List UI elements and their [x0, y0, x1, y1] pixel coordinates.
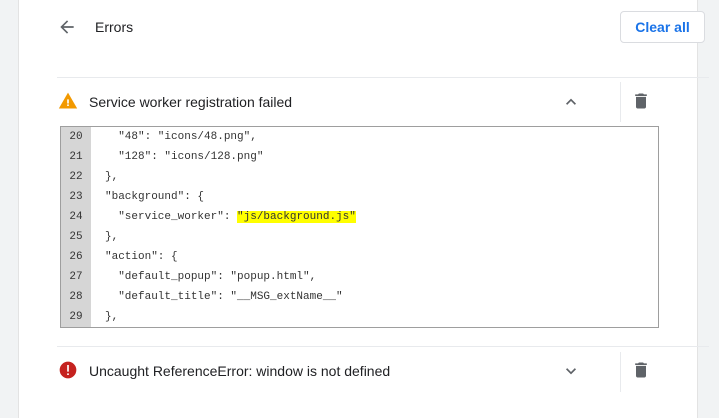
line-number: 20 [69, 131, 83, 143]
code-text-segment: }, [105, 231, 119, 243]
code-text: "128": "icons/128.png" [105, 147, 263, 167]
error-message: Uncaught ReferenceError: window is not d… [89, 363, 391, 379]
code-text-segment: "service_worker": [105, 211, 238, 223]
separator [620, 352, 621, 392]
chevron-down-icon[interactable] [561, 361, 581, 381]
line-number: 26 [69, 251, 83, 263]
code-text-segment: "background": { [105, 191, 205, 203]
code-text-segment: "action": { [105, 251, 178, 263]
page-title: Errors [95, 19, 134, 35]
line-number: 22 [69, 171, 83, 183]
line-number: 28 [69, 291, 83, 303]
line-number-gutter [61, 127, 91, 327]
code-line: 29}, [61, 307, 658, 327]
code-text: }, [105, 167, 118, 187]
error-message: Service worker registration failed [89, 94, 293, 110]
code-line: 23 "background": { [61, 187, 658, 207]
code-text: }, [105, 227, 118, 247]
code-text: "action": { [105, 247, 178, 267]
back-arrow-icon[interactable] [57, 17, 77, 37]
code-text-segment: "128": "icons/128.png" [105, 151, 264, 163]
chevron-up-icon[interactable] [561, 92, 581, 112]
code-text: }, [105, 307, 118, 327]
code-text: "service_worker": "js/background.js" [105, 207, 356, 227]
line-number: 24 [69, 211, 83, 223]
code-text-segment: "default_popup": "popup.html", [105, 271, 317, 283]
trash-icon[interactable] [631, 91, 651, 111]
code-line: 27 "default_popup": "popup.html", [61, 267, 658, 287]
line-number: 23 [69, 191, 83, 203]
code-line: 26 "action": { [61, 247, 658, 267]
line-number: 27 [69, 271, 83, 283]
code-line: 20 "48": "icons/48.png", [61, 127, 658, 147]
highlighted-error-token: "js/background.js" [237, 211, 356, 223]
code-text: "background": { [105, 187, 204, 207]
code-line: 24 "service_worker": "js/background.js" [61, 207, 658, 227]
errors-card: Errors Clear all Service worker registra… [18, 0, 709, 418]
divider [57, 346, 709, 347]
code-text-segment: }, [105, 171, 119, 183]
error-icon [59, 361, 77, 379]
clear-all-button[interactable]: Clear all [620, 11, 705, 43]
line-number: 21 [69, 151, 83, 163]
code-text-segment: "default_title": "__MSG_extName__" [105, 291, 343, 303]
code-line: 22}, [61, 167, 658, 187]
warning-icon [58, 92, 78, 109]
code-line: 28 "default_title": "__MSG_extName__" [61, 287, 658, 307]
code-text-segment: }, [105, 311, 119, 323]
line-number: 25 [69, 231, 83, 243]
code-line: 21 "128": "icons/128.png" [61, 147, 658, 167]
line-number: 29 [69, 311, 83, 323]
code-text-segment: "48": "icons/48.png", [105, 131, 257, 143]
code-viewer: 20 "48": "icons/48.png",21 "128": "icons… [60, 126, 659, 328]
code-text: "default_popup": "popup.html", [105, 267, 316, 287]
code-line: 25}, [61, 227, 658, 247]
code-text: "48": "icons/48.png", [105, 127, 257, 147]
separator [620, 82, 621, 122]
code-text: "default_title": "__MSG_extName__" [105, 287, 343, 307]
divider [57, 77, 709, 78]
trash-icon[interactable] [631, 360, 651, 380]
